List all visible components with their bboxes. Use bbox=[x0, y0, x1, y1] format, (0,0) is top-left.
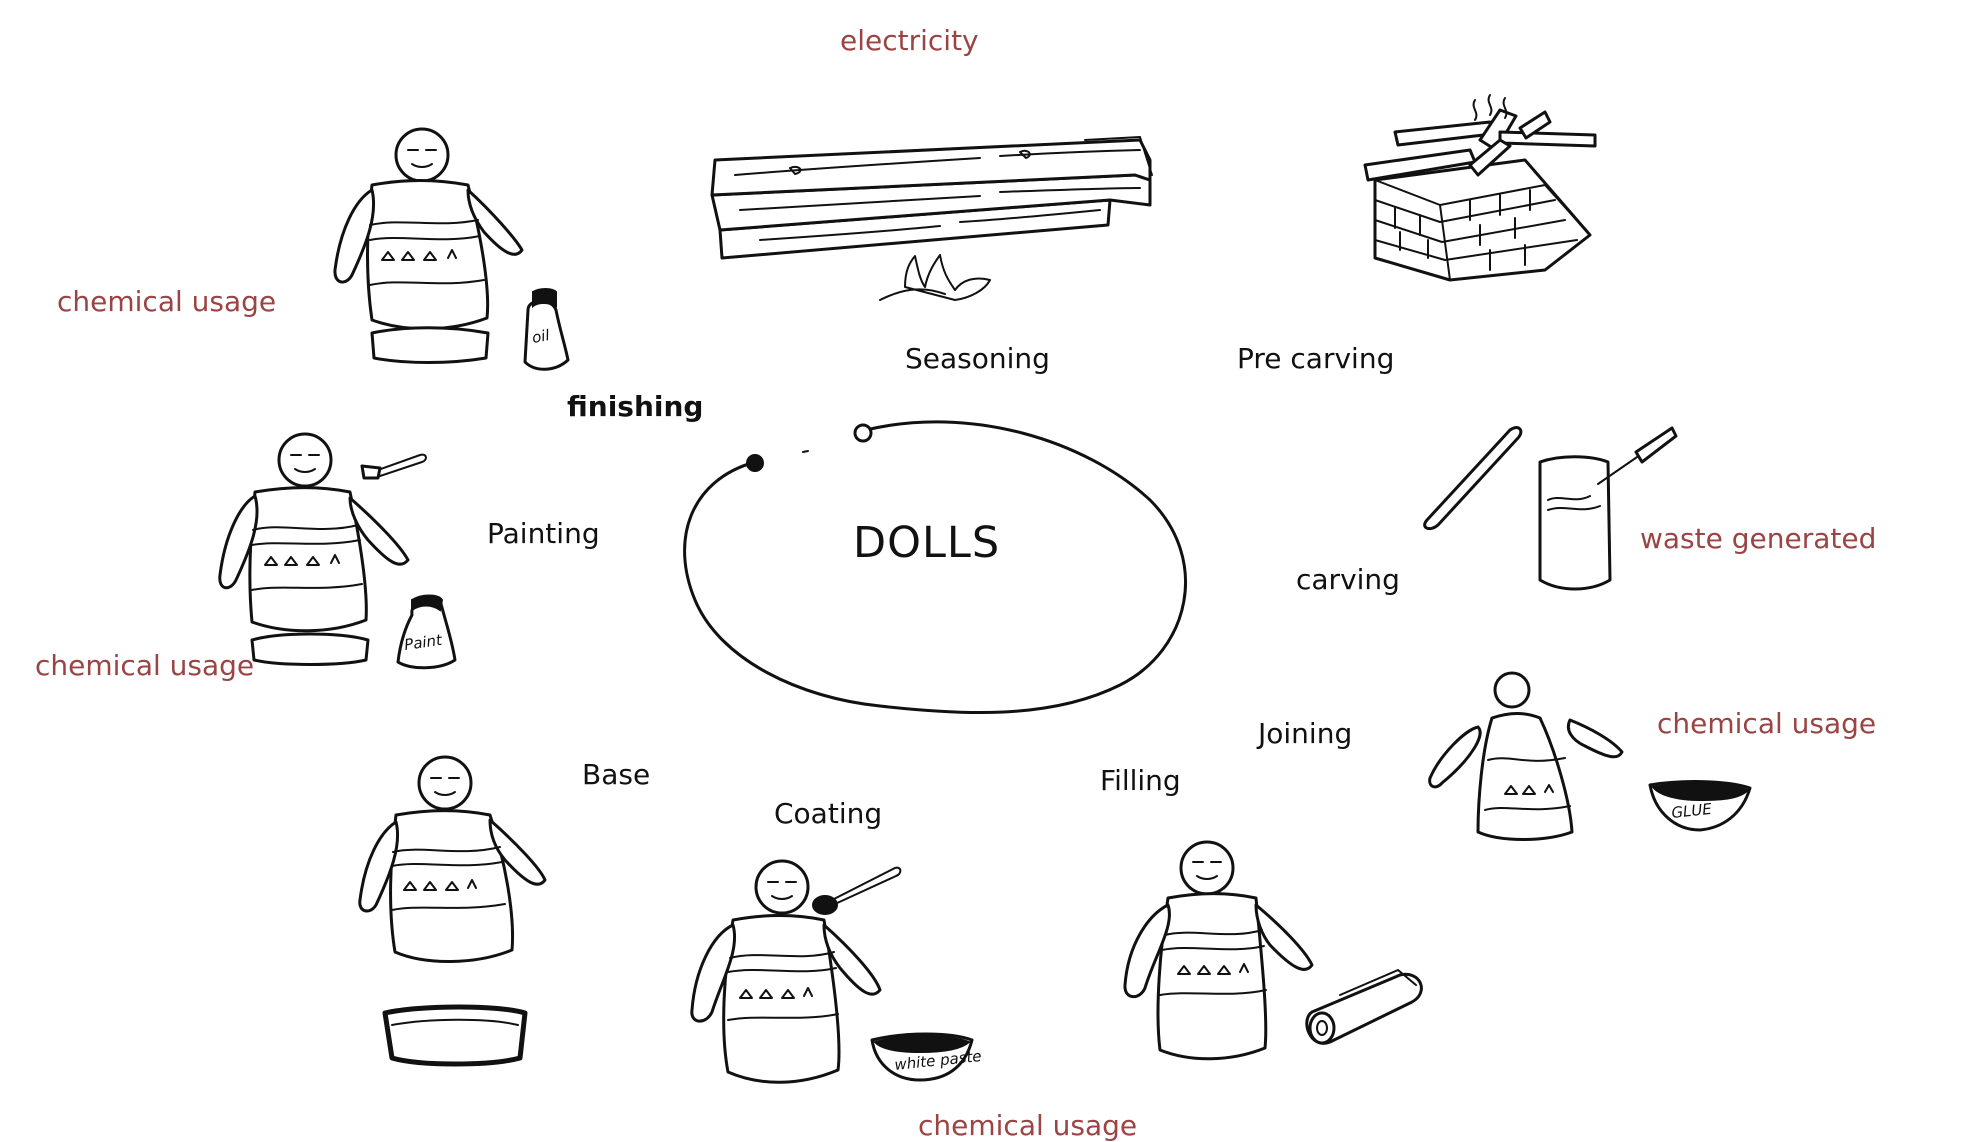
step-label-filling: Filling bbox=[1100, 764, 1181, 797]
paint-bottle-label: Paint bbox=[403, 631, 444, 654]
step-label-joining: Joining bbox=[1258, 717, 1353, 750]
note-chemical-usage-joining: chemical usage bbox=[1657, 707, 1877, 740]
oil-bottle-label: oil bbox=[531, 326, 552, 347]
coating-doll-figure-icon bbox=[690, 859, 974, 1084]
note-waste-generated: waste generated bbox=[1640, 522, 1877, 555]
step-label-seasoning: Seasoning bbox=[905, 342, 1050, 375]
filling-doll-figure-icon bbox=[1123, 840, 1423, 1061]
glue-bowl-label: GLUE bbox=[1671, 800, 1714, 822]
step-label-base: Base bbox=[582, 758, 651, 791]
seasoning-wood-planks-icon bbox=[710, 136, 1153, 301]
step-label-carving: carving bbox=[1296, 563, 1400, 596]
process-cycle-loop bbox=[683, 420, 1187, 715]
step-label-finishing: finishing bbox=[567, 390, 704, 423]
center-label-dolls: DOLLS bbox=[853, 518, 1001, 568]
note-chemical-usage-coating: chemical usage bbox=[918, 1109, 1138, 1142]
base-doll-figure-icon bbox=[358, 755, 547, 1067]
note-chemical-usage-finishing: chemical usage bbox=[57, 285, 277, 318]
pre-carving-kiln-icon bbox=[1363, 94, 1597, 282]
step-label-pre-carving: Pre carving bbox=[1237, 342, 1395, 375]
carving-tools-icon bbox=[1423, 426, 1678, 591]
note-chemical-usage-painting: chemical usage bbox=[35, 649, 255, 682]
finishing-doll-figure-icon bbox=[333, 127, 570, 371]
painting-doll-figure-icon bbox=[218, 432, 457, 670]
joining-doll-figure-icon bbox=[1428, 671, 1752, 841]
step-label-painting: Painting bbox=[487, 517, 600, 550]
step-label-coating: Coating bbox=[774, 797, 883, 830]
note-electricity: electricity bbox=[840, 24, 979, 57]
